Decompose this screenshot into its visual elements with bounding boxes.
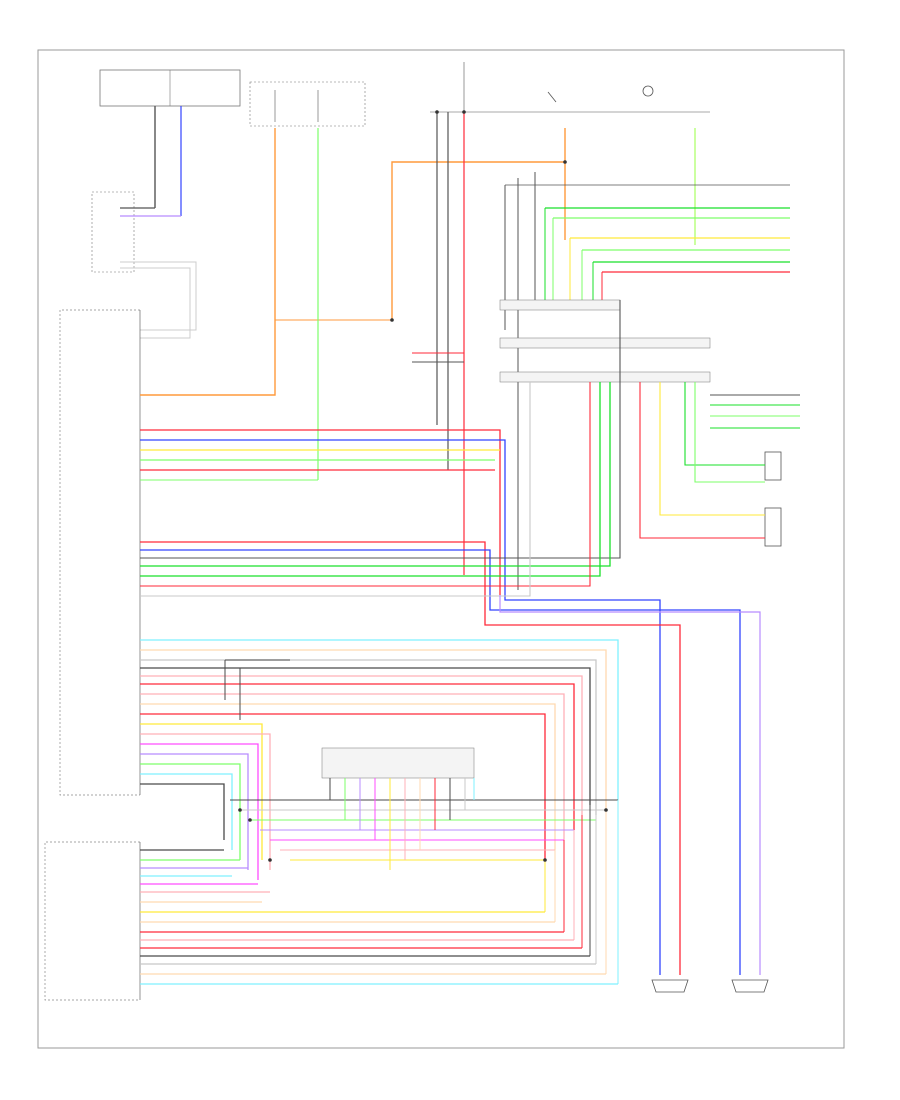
underhood-fuse-box-icon: [99, 69, 241, 107]
speaker-icon: [731, 979, 769, 993]
connector-block: [499, 337, 711, 349]
antenna-amp-icon: [91, 191, 135, 273]
switch-icon: [430, 62, 710, 113]
tweeter-icon: [764, 451, 782, 481]
cd-changer-icon: [44, 841, 141, 1001]
audio-unit-icon: [59, 309, 141, 796]
connector-block: [499, 299, 621, 311]
fuse-box-icon: [249, 81, 366, 127]
connector-block: [321, 747, 475, 779]
diagram-frame: [37, 49, 845, 1049]
speaker-icon: [651, 979, 689, 993]
tweeter-icon: [764, 507, 782, 547]
splice-dots: [238, 110, 608, 862]
connector-block: [499, 371, 711, 383]
